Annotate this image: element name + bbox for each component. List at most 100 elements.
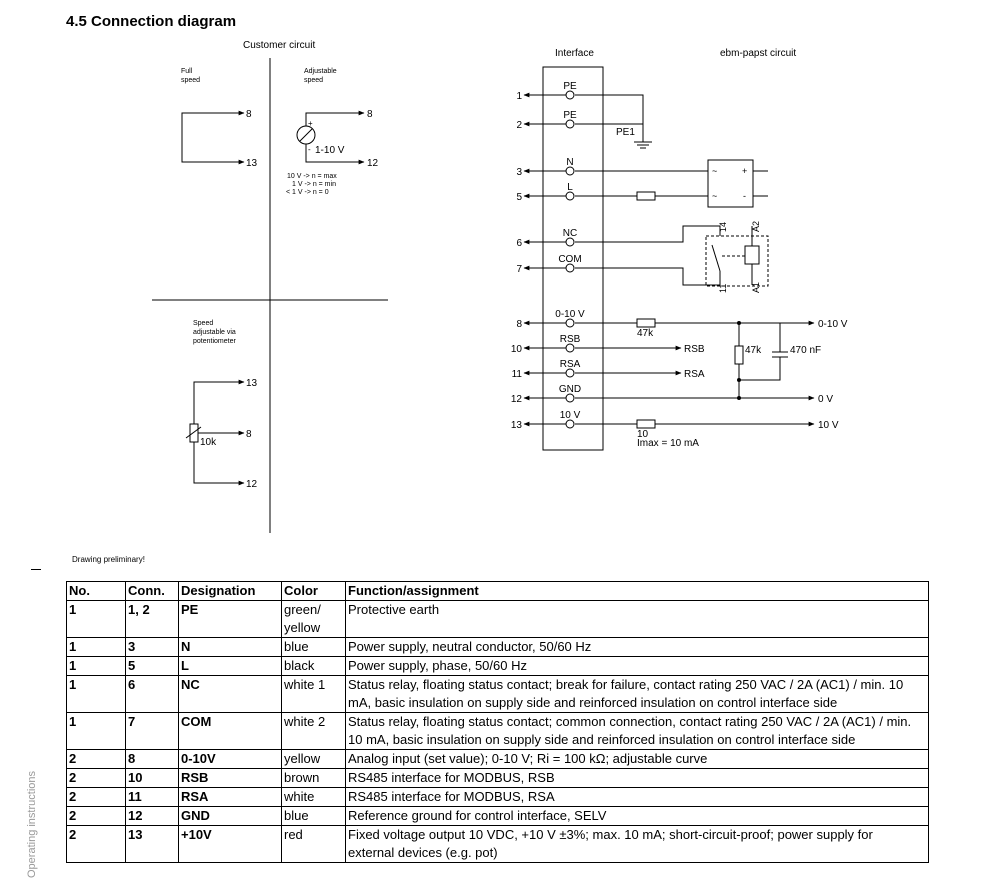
table-cell: 1: [66, 712, 126, 750]
pin-number: 11: [512, 369, 523, 380]
table-cell: white: [281, 787, 346, 807]
speed-note-2: 1 V -> n = min: [292, 181, 336, 188]
pin-terminal: [565, 166, 575, 176]
table-cell: 1, 2: [125, 600, 179, 638]
section-title: 4.5 Connection diagram: [66, 13, 237, 30]
table-cell: green/ yellow: [281, 600, 346, 638]
svg-text:Speed adjustable via p: Speed adjustable via potentiometer: [193, 320, 238, 345]
pot-label-2: adjustable via: [193, 329, 236, 336]
speed-note-1: 10 V -> n = max: [287, 173, 337, 180]
full-speed-label-2: speed: [181, 77, 200, 84]
table-cell: 1: [66, 656, 126, 676]
table-cell: 8: [125, 749, 179, 769]
table-cell: Reference ground for control interface, …: [345, 806, 929, 826]
pin-number: 12: [511, 394, 523, 405]
relay-a2: A2: [751, 221, 761, 232]
table-cell: 5: [125, 656, 179, 676]
table-cell: RS485 interface for MODBUS, RSA: [345, 787, 929, 807]
table-cell: brown: [281, 768, 346, 788]
imax: Imax = 10 mA: [637, 438, 699, 449]
table-cell: 2: [66, 787, 126, 807]
table-cell: 1: [66, 675, 126, 713]
table-cell: Power supply, neutral conductor, 50/60 H…: [345, 637, 929, 657]
pin-label: N: [566, 157, 573, 168]
pot-label-1: Speed: [193, 320, 213, 327]
source-plus: +: [308, 119, 313, 128]
adj-terminal-12: 12: [367, 158, 379, 169]
c-470nf: 470 nF: [790, 345, 821, 356]
speed-note-3: < 1 V -> n = 0: [286, 189, 329, 196]
table-cell: 13: [125, 825, 179, 863]
pin-terminal: [565, 419, 575, 429]
table-cell: GND: [178, 806, 282, 826]
relay-14: 14: [718, 222, 728, 232]
preliminary-note: Drawing preliminary!: [72, 555, 145, 564]
table-cell: 7: [125, 712, 179, 750]
table-cell: 3: [125, 637, 179, 657]
pot-value: 10k: [200, 437, 217, 448]
table-cell: white 1: [281, 675, 346, 713]
adjustable-speed-label-1: Adjustable: [304, 68, 337, 75]
pin-label: COM: [558, 254, 581, 265]
table-cell: +10V: [178, 825, 282, 863]
interface-title: Interface: [555, 48, 594, 59]
pin-label: PE: [563, 110, 577, 121]
pin-label: NC: [563, 228, 577, 239]
table-cell: Protective earth: [345, 600, 929, 638]
table-cell: L: [178, 656, 282, 676]
table-cell: 1: [66, 637, 126, 657]
pin-label: RSA: [560, 359, 581, 370]
header-function: Function/assignment: [345, 581, 929, 601]
pin-number: 7: [516, 264, 522, 275]
pe1-label: PE1: [616, 127, 635, 138]
customer-circuit-title: Customer circuit: [243, 40, 315, 51]
table-cell: blue: [281, 806, 346, 826]
pot-terminal-8: 8: [246, 429, 252, 440]
side-text: Operating instructions: [26, 771, 38, 878]
out-0v: 0 V: [818, 394, 833, 405]
pin-label: RSB: [560, 334, 581, 345]
rect-ac-2: ~: [712, 191, 717, 201]
source-label: 1-10 V: [315, 145, 345, 156]
pot-terminal-13: 13: [246, 378, 258, 389]
table-cell: blue: [281, 637, 346, 657]
table-cell: 2: [66, 806, 126, 826]
pin-terminal: [565, 393, 575, 403]
pin-terminal: [565, 263, 575, 273]
table-cell: 11: [125, 787, 179, 807]
table-cell: 2: [66, 825, 126, 863]
pin-label: 10 V: [560, 410, 581, 421]
table-cell: 2: [66, 768, 126, 788]
pin-number: 2: [516, 120, 522, 131]
header-no: No.: [66, 581, 126, 601]
margin-dash: [31, 569, 41, 570]
pot-label-3: potentiometer: [193, 338, 236, 345]
r-47k-series: 47k: [637, 328, 654, 339]
pin-terminal: [565, 237, 575, 247]
r-47k-shunt: 47k: [745, 345, 762, 356]
relay-a1: A1: [751, 282, 761, 293]
table-cell: RSB: [178, 768, 282, 788]
pin-number: 5: [516, 192, 522, 203]
pin-number: 3: [516, 167, 522, 178]
table-cell: Analog input (set value); 0-10 V; Ri = 1…: [345, 749, 929, 769]
pin-terminal: [565, 191, 575, 201]
table-cell: white 2: [281, 712, 346, 750]
table-cell: N: [178, 637, 282, 657]
svg-text:Adjustable speed: Adjustable speed: [304, 68, 339, 84]
pin-terminal: [565, 343, 575, 353]
r-10: 10: [637, 429, 649, 440]
table-header-row: No. Conn. Designation Color Function/ass…: [66, 581, 929, 601]
connection-table: No. Conn. Designation Color Function/ass…: [66, 581, 929, 863]
table-cell: RS485 interface for MODBUS, RSB: [345, 768, 929, 788]
table-cell: COM: [178, 712, 282, 750]
pin-number: 1: [516, 91, 522, 102]
pin-number: 6: [516, 238, 522, 249]
